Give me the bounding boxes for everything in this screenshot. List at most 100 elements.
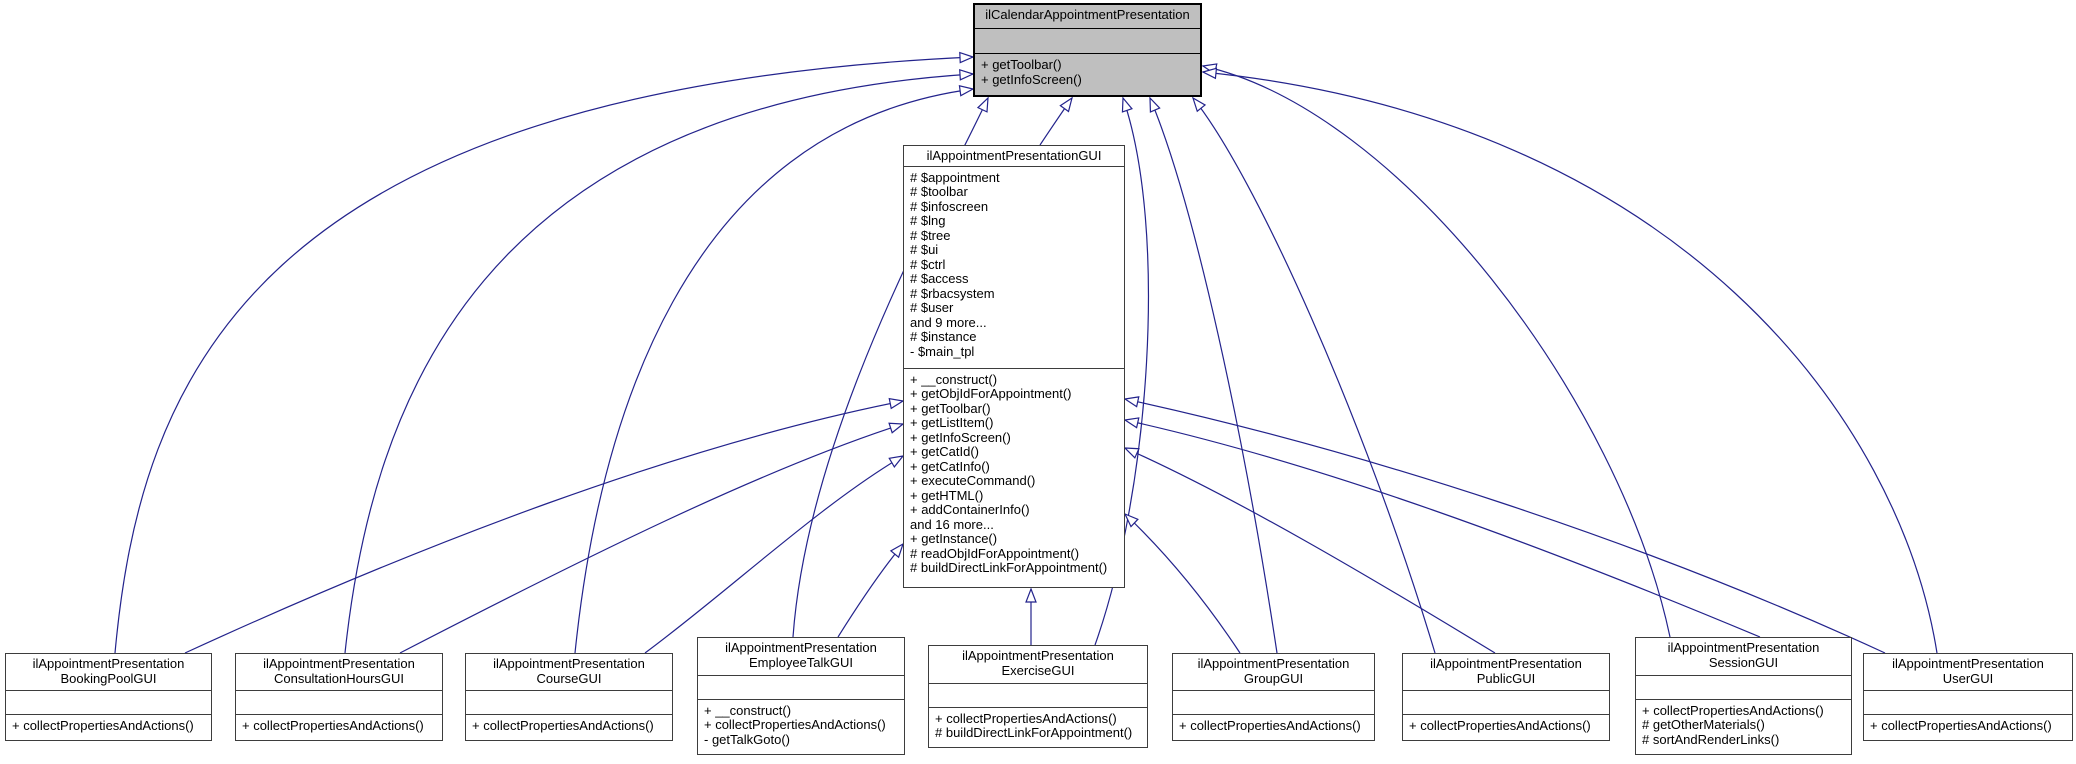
inheritance-arrowhead xyxy=(1121,96,1133,113)
class-attributes xyxy=(1864,690,2072,714)
member-line: + executeCommand() xyxy=(910,473,1036,488)
member-line: + collectPropertiesAndActions() xyxy=(12,718,194,734)
member-line: # sortAndRenderLinks() xyxy=(1642,731,1780,747)
inheritance-edge-ilAppointmentPresentationUserGUI xyxy=(1124,398,1886,654)
member-line: + getListItem() xyxy=(910,415,994,430)
class-attributes xyxy=(698,674,904,699)
class-title: ilAppointmentPresentation BookingPoolGUI xyxy=(32,656,185,686)
member-line: # buildDirectLinkForAppointment() xyxy=(910,560,1108,575)
member-line: + collectPropertiesAndActions() xyxy=(1179,718,1361,734)
class-box-ilAppointmentPresentationSessionGUI[interactable]: ilAppointmentPresentation SessionGUI + c… xyxy=(1635,637,1852,755)
inheritance-arrowhead xyxy=(1059,96,1073,113)
class-box-ilAppointmentPresentationExerciseGUI[interactable]: ilAppointmentPresentation ExerciseGUI + … xyxy=(928,645,1148,748)
member-line: # $user xyxy=(910,300,954,315)
member-line: + getInfoScreen() xyxy=(910,429,1011,445)
class-title: ilAppointmentPresentation CourseGUI xyxy=(493,656,645,686)
class-box-ilAppointmentPresentationConsultationHoursGUI[interactable]: ilAppointmentPresentation ConsultationHo… xyxy=(235,653,443,741)
inheritance-edge-ilAppointmentPresentationBookingPoolGUI xyxy=(114,56,974,654)
class-box-ilAppointmentPresentationUserGUI[interactable]: ilAppointmentPresentation UserGUI + coll… xyxy=(1863,653,2073,741)
class-methods: + collectPropertiesAndActions() xyxy=(466,714,672,740)
member-line: # $toolbar xyxy=(910,184,968,199)
inheritance-edge-ilAppointmentPresentationBookingPoolGUI xyxy=(184,400,904,654)
inheritance-arrowhead xyxy=(1191,96,1207,113)
class-title: ilAppointmentPresentation ConsultationHo… xyxy=(263,656,415,686)
inheritance-arrowhead xyxy=(959,51,975,64)
inheritance-edge-ilAppointmentPresentationGroupGUI xyxy=(1124,513,1241,654)
class-methods: + collectPropertiesAndActions()# buildDi… xyxy=(929,706,1147,748)
member-line: # $rbacsystem xyxy=(910,285,995,301)
inheritance-arrowhead xyxy=(888,455,905,468)
inheritance-arrowhead xyxy=(1201,67,1218,80)
member-line: + collectPropertiesAndActions() xyxy=(242,718,424,734)
class-methods: + collectPropertiesAndActions() xyxy=(1403,714,1609,740)
inheritance-edge-ilAppointmentPresentationConsultationHoursGUI xyxy=(344,73,974,654)
inheritance-arrowhead xyxy=(959,68,975,81)
class-methods: + collectPropertiesAndActions()# getOthe… xyxy=(1636,698,1851,754)
inheritance-edge-ilAppointmentPresentationPublicGUI xyxy=(1124,447,1496,654)
class-attributes xyxy=(1636,674,1851,699)
class-title: ilCalendarAppointmentPresentation xyxy=(985,7,1190,22)
inheritance-edge-ilAppointmentPresentationEmployeeTalkGUI xyxy=(837,543,904,638)
inheritance-arrowhead xyxy=(888,422,905,434)
member-line: + getInfoScreen() xyxy=(981,71,1082,87)
member-line: + addContainerInfo() xyxy=(910,502,1030,517)
class-box-ilAppointmentPresentationBookingPoolGUI[interactable]: ilAppointmentPresentation BookingPoolGUI… xyxy=(5,653,212,741)
member-line: # $lng xyxy=(910,213,946,228)
class-box-ilAppointmentPresentationEmployeeTalkGUI[interactable]: ilAppointmentPresentation EmployeeTalkGU… xyxy=(697,637,905,755)
class-title: ilAppointmentPresentation ExerciseGUI xyxy=(962,648,1114,678)
class-title: ilAppointmentPresentation SessionGUI xyxy=(1667,640,1820,670)
inheritance-edge-ilAppointmentPresentationCourseGUI xyxy=(574,88,974,654)
inheritance-arrowhead xyxy=(1123,417,1140,429)
member-line: + collectPropertiesAndActions() xyxy=(935,710,1117,726)
member-line: + collectPropertiesAndActions() xyxy=(472,718,654,734)
inheritance-edge-ilAppointmentPresentationSessionGUI xyxy=(1124,419,1761,638)
member-line: + getCatInfo() xyxy=(910,458,990,474)
class-attributes: # $appointment# $toolbar# $infoscreen# $… xyxy=(904,165,1124,368)
class-attributes xyxy=(6,690,211,714)
inheritance-arrowhead xyxy=(889,542,905,559)
class-attributes xyxy=(975,28,1200,53)
member-line: and 16 more... xyxy=(910,516,994,532)
class-title: ilAppointmentPresentationGUI xyxy=(926,148,1102,163)
inheritance-arrowhead xyxy=(1025,587,1037,603)
member-line: # $infoscreen xyxy=(910,198,989,214)
class-methods: + collectPropertiesAndActions() xyxy=(236,714,442,740)
class-title: ilAppointmentPresentation PublicGUI xyxy=(1430,656,1582,686)
inheritance-edge-ilAppointmentPresentationSessionGUI xyxy=(1202,65,1671,638)
inheritance-edge-ilAppointmentPresentationGroupGUI xyxy=(1149,97,1278,654)
inheritance-arrowhead xyxy=(1123,512,1139,528)
class-methods: + __construct()+ getObjIdForAppointment(… xyxy=(904,367,1124,588)
member-line: - $main_tpl xyxy=(910,343,975,359)
class-box-ilCalendarAppointmentPresentation[interactable]: ilCalendarAppointmentPresentation + getT… xyxy=(973,3,1202,97)
member-line: + collectPropertiesAndActions() xyxy=(1870,718,2052,734)
class-box-ilAppointmentPresentationCourseGUI[interactable]: ilAppointmentPresentation CourseGUI + co… xyxy=(465,653,673,741)
inheritance-arrowhead xyxy=(976,96,989,113)
class-title: ilAppointmentPresentation EmployeeTalkGU… xyxy=(725,640,877,670)
class-attributes xyxy=(929,682,1147,707)
inheritance-arrowhead xyxy=(1149,96,1161,113)
member-line: # readObjIdForAppointment() xyxy=(910,545,1080,561)
class-attributes xyxy=(466,690,672,714)
member-line: + __construct() xyxy=(910,371,998,387)
class-box-ilAppointmentPresentationGroupGUI[interactable]: ilAppointmentPresentation GroupGUI + col… xyxy=(1172,653,1375,741)
member-line: + collectPropertiesAndActions() xyxy=(1642,702,1824,718)
class-title: ilAppointmentPresentation UserGUI xyxy=(1892,656,2044,686)
class-methods: + collectPropertiesAndActions() xyxy=(1173,714,1374,740)
class-box-ilAppointmentPresentationGUI[interactable]: ilAppointmentPresentationGUI # $appointm… xyxy=(903,145,1125,588)
member-line: - getTalkGoto() xyxy=(704,731,790,747)
member-line: + getToolbar() xyxy=(981,57,1062,73)
member-line: + getHTML() xyxy=(910,487,984,503)
member-line: # $access xyxy=(910,271,969,286)
class-box-ilAppointmentPresentationPublicGUI[interactable]: ilAppointmentPresentation PublicGUI + co… xyxy=(1402,653,1610,741)
member-line: + collectPropertiesAndActions() xyxy=(1409,718,1591,734)
member-line: + getCatId() xyxy=(910,444,980,459)
inheritance-arrowhead xyxy=(958,84,975,97)
member-line: # $ctrl xyxy=(910,256,946,272)
inheritance-edge-ilAppointmentPresentationCourseGUI xyxy=(644,455,904,654)
class-attributes xyxy=(1173,690,1374,714)
class-attributes xyxy=(236,690,442,714)
member-line: + __construct() xyxy=(704,702,792,718)
inheritance-edge-ilAppointmentPresentationConsultationHoursGUI xyxy=(399,423,904,654)
